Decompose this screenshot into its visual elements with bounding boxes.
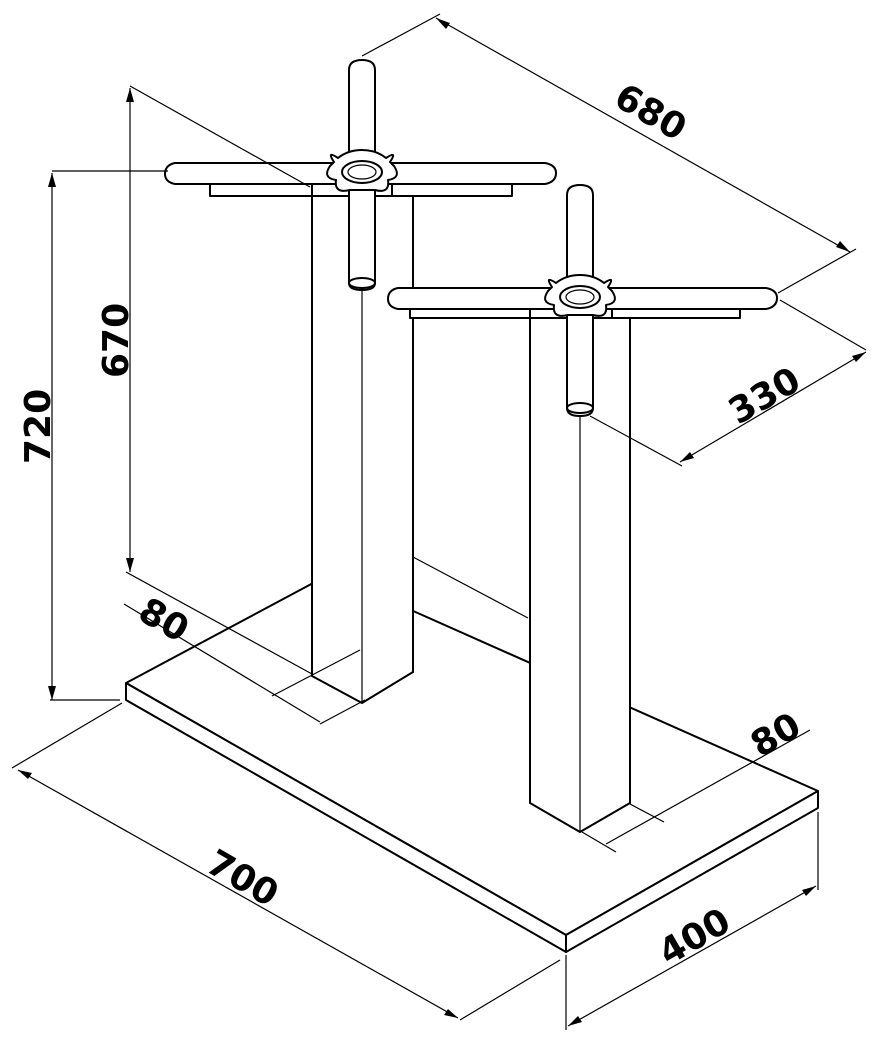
right-cross-top [387,184,778,417]
dim-base-length: 700 [200,842,286,915]
dim-column-height: 670 [96,303,137,378]
base-plate [125,573,819,953]
dim-base-width: 400 [652,901,738,974]
dim-total-height: 720 [18,389,59,464]
dim-top-width: 330 [722,360,808,433]
dim-top-span: 680 [608,76,694,149]
dim-column-right: 80 [744,705,808,766]
left-cross-top [164,59,557,291]
dimension-arrows [18,18,866,1026]
dimension-lines [11,13,867,1030]
